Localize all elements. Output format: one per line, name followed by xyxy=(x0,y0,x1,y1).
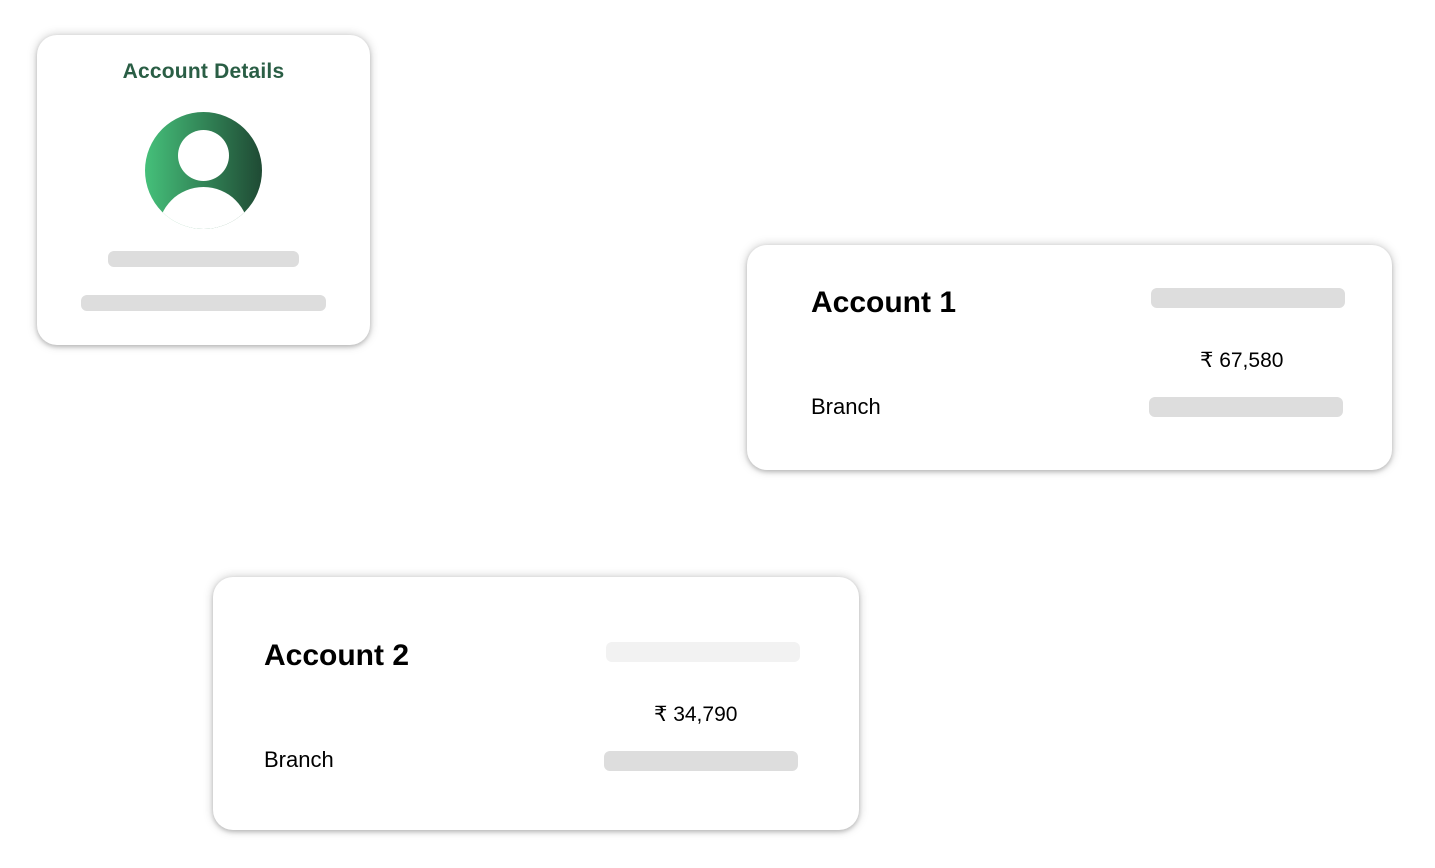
account-balance: ₹ 34,790 xyxy=(654,703,738,726)
account-title: Account 1 xyxy=(811,286,957,319)
branch-label: Branch xyxy=(811,394,881,419)
account-details-title: Account Details xyxy=(122,60,285,83)
account-number-placeholder xyxy=(1151,288,1345,308)
account-details-card: Account Details xyxy=(37,35,370,345)
avatar-head xyxy=(178,130,229,181)
name-placeholder xyxy=(108,251,299,267)
account-number-placeholder xyxy=(606,642,800,662)
account-title: Account 2 xyxy=(264,639,410,672)
account-balance: ₹ 67,580 xyxy=(1200,349,1284,372)
detail-placeholder xyxy=(81,295,326,311)
branch-value-placeholder xyxy=(1149,397,1343,417)
account-card-2[interactable]: Account 2 ₹ 34,790 Branch xyxy=(213,577,859,830)
account-card-1[interactable]: Account 1 ₹ 67,580 Branch xyxy=(747,245,1392,470)
user-avatar-icon xyxy=(145,112,262,229)
branch-value-placeholder xyxy=(604,751,798,771)
avatar-body xyxy=(158,187,249,229)
branch-label: Branch xyxy=(264,747,334,772)
